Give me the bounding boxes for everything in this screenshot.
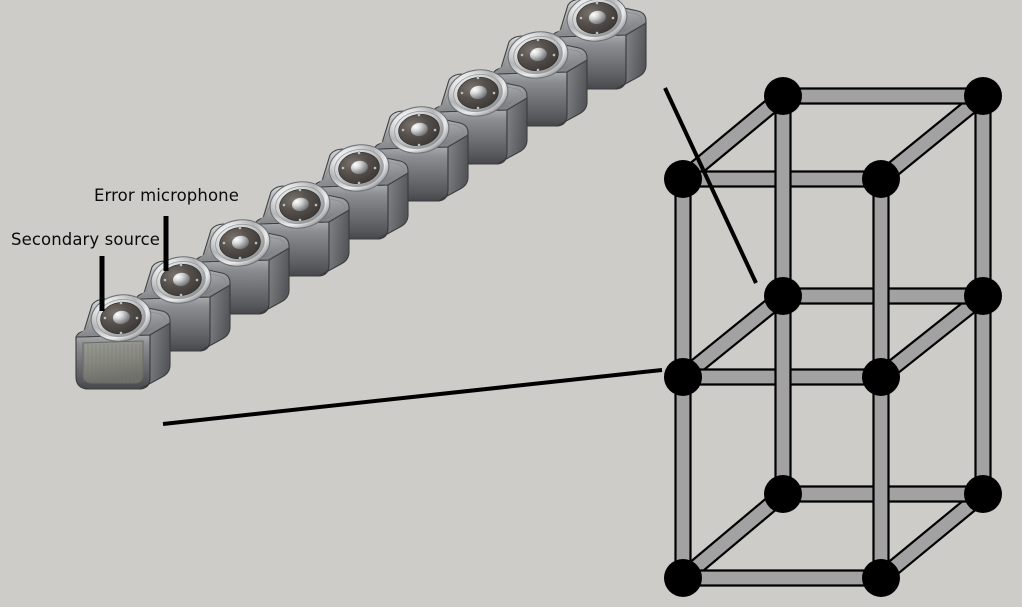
driver-screw-2 <box>536 38 540 42</box>
driver-screw-1 <box>103 316 107 320</box>
lattice-node-back-bot-right <box>862 559 900 597</box>
lattice-bar <box>774 94 792 298</box>
driver-screw-1 <box>163 278 167 282</box>
driver-dome <box>469 85 487 100</box>
driver-screw-2 <box>476 76 480 80</box>
driver-screw-3 <box>433 128 437 132</box>
cabinet-side-face <box>496 97 528 165</box>
driver-screw-1 <box>222 241 226 245</box>
lattice-bar <box>872 177 890 379</box>
driver-screw-3 <box>373 166 377 170</box>
lattice-structure <box>664 77 1002 597</box>
driver-screw-2 <box>238 226 242 230</box>
driver-screw-4 <box>298 218 302 222</box>
loudspeaker-module-8 <box>492 31 588 127</box>
driver-dome <box>291 197 309 212</box>
lattice-node-back-mid-left <box>664 358 702 396</box>
driver-screw-1 <box>579 16 583 20</box>
driver-screw-4 <box>119 331 123 335</box>
lattice-node-back-top-left <box>664 160 702 198</box>
lattice-node-back-top-right <box>862 160 900 198</box>
driver-screw-4 <box>357 181 361 185</box>
driver-screw-2 <box>595 1 599 5</box>
loudspeaker-module-7 <box>432 69 528 165</box>
lattice-bar <box>781 87 985 105</box>
lattice-bar <box>974 94 992 298</box>
driver-screw-3 <box>135 316 139 320</box>
cabinet-side-face <box>556 59 588 127</box>
lattice-bar <box>774 294 792 496</box>
driver-screw-1 <box>520 53 524 57</box>
driver-screw-4 <box>179 293 183 297</box>
pointer-lines <box>162 87 758 426</box>
driver-screw-1 <box>401 128 405 132</box>
loudspeaker-module-9 <box>551 0 647 90</box>
driver-screw-2 <box>417 113 421 117</box>
driver-screw-2 <box>179 263 183 267</box>
driver-screw-3 <box>552 53 556 57</box>
driver-screw-3 <box>195 278 199 282</box>
error-microphone-label: Error microphone <box>94 186 239 205</box>
lower-pointer <box>162 368 663 426</box>
driver-screw-4 <box>595 31 599 35</box>
cabinet-side-face <box>139 322 171 390</box>
driver-screw-1 <box>282 203 286 207</box>
driver-screw-3 <box>611 16 615 20</box>
lattice-bar <box>674 375 692 580</box>
cabinet-side-face <box>615 22 647 90</box>
driver-screw-3 <box>254 241 258 245</box>
driver-screw-2 <box>357 151 361 155</box>
driver-screw-3 <box>492 91 496 95</box>
driver-dome <box>529 47 547 62</box>
driver-screw-4 <box>417 143 421 147</box>
lattice-bar <box>681 569 883 587</box>
cabinet-side-face <box>258 247 290 315</box>
driver-dome <box>350 160 368 175</box>
upper-pointer <box>663 87 758 284</box>
driver-dome <box>112 310 130 325</box>
driver-screw-2 <box>119 301 123 305</box>
driver-screw-3 <box>314 203 318 207</box>
driver-screw-1 <box>341 166 345 170</box>
lattice-node-back-mid-right <box>862 358 900 396</box>
lattice-node-front-bot-left <box>764 475 802 513</box>
driver-dome <box>410 122 428 137</box>
loudspeaker-module-4 <box>254 181 350 277</box>
lattice-node-front-top-right <box>964 77 1002 115</box>
loudspeaker-array <box>75 0 647 390</box>
driver-dome <box>588 10 606 25</box>
driver-screw-4 <box>536 68 540 72</box>
lattice-node-front-top-left <box>764 77 802 115</box>
lattice-bar <box>872 375 890 580</box>
driver-dome <box>172 272 190 287</box>
driver-screw-2 <box>298 188 302 192</box>
driver-screw-4 <box>476 106 480 110</box>
lattice-node-front-mid-left <box>764 277 802 315</box>
driver-screw-4 <box>238 256 242 260</box>
driver-screw-1 <box>460 91 464 95</box>
lattice-node-back-bot-left <box>664 559 702 597</box>
cabinet-side-face <box>377 172 409 240</box>
lattice-bar <box>974 294 992 496</box>
driver-dome <box>231 235 249 250</box>
annotation-layer: Secondary source Error microphone <box>11 186 239 311</box>
lattice-node-front-bot-right <box>964 475 1002 513</box>
cabinet-side-face <box>437 134 469 202</box>
lattice-bar <box>674 177 692 379</box>
cabinet-side-face <box>318 209 350 277</box>
lattice-node-front-mid-right <box>964 277 1002 315</box>
secondary-source-label: Secondary source <box>11 230 160 249</box>
cabinet-side-face <box>199 284 231 352</box>
